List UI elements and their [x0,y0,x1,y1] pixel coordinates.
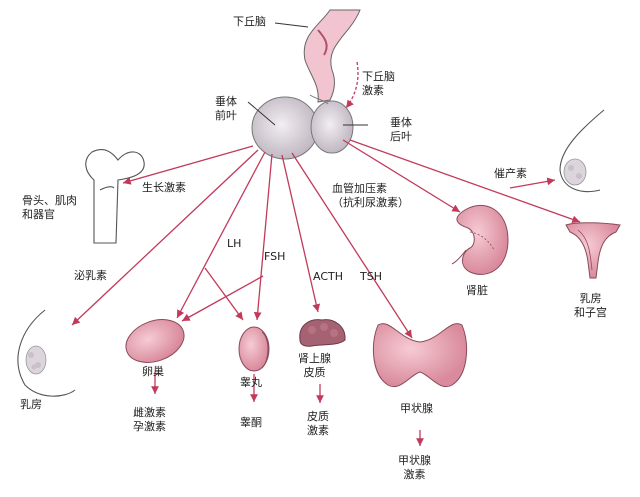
lh-label: LH [227,237,242,250]
thyroid-illustration [372,323,468,388]
prolactin-arrow [71,149,259,326]
ovary-label: 卵巢 [142,365,164,378]
bone-muscle-organs-label: 骨头、肌肉 和器官 [22,194,77,221]
adrenal-illustration [299,319,346,347]
corticosteroids-label: 皮质 激素 [307,410,329,437]
thyroid-hormone-label: 甲状腺 激素 [398,454,431,481]
lh-testis-arrow [204,267,244,321]
hypothalamus-label: 下丘脑 [233,15,266,28]
hypothalamic-hormones-label: 下丘脑 激素 [362,70,395,97]
growth-hormone-arrow [122,145,254,185]
lh-arrow [176,151,266,319]
breast-label: 乳房 [20,398,42,411]
fsh-arrow [253,153,273,321]
acth-label: ACTH [313,270,344,283]
pituitary-gland [251,94,354,160]
ovary-hormones-label: 雌激素 孕激素 [133,406,166,433]
breast-uterus-label: 乳房 和子宫 [574,292,607,319]
anterior-pointer [247,101,276,126]
anterior-pituitary-label: 垂体 前叶 [215,95,237,122]
prolactin-label: 泌乳素 [74,269,107,282]
vasopressin-label: 血管加压素 （抗利尿激素） [332,182,409,209]
vasopressin-arrow [342,139,461,213]
hypothalamic-hormone-arrow [345,61,359,109]
breast-illustration-right [559,109,605,193]
hypothalamus-stalk [303,9,361,103]
growth-hormone-label: 生长激素 [142,181,186,194]
kidney-label: 肾脏 [466,284,488,297]
hypothalamus-pointer [274,22,309,28]
tsh-arrow [291,152,413,339]
testosterone-label: 睾酮 [240,416,262,429]
oxytocin-uterus-arrow [349,139,581,224]
kidney-illustration [451,204,509,275]
uterus-illustration [565,222,621,279]
thyroid-label: 甲状腺 [400,402,433,415]
breast-illustration-left [17,309,76,397]
acth-arrow [281,154,321,313]
fsh-label: FSH [264,250,286,263]
fsh-ovary-arrow [181,275,264,322]
testis-illustration [238,326,270,372]
ovary-illustration [125,319,185,363]
testis-label: 睾丸 [240,376,262,389]
oxytocin-label: 催产素 [494,167,527,180]
posterior-pituitary-label: 垂体 后叶 [390,116,412,143]
tsh-label: TSH [360,270,382,283]
bone-illustration [85,149,145,244]
adrenal-cortex-label: 肾上腺 皮质 [298,352,331,379]
oxytocin-breast-arrow [509,177,556,189]
